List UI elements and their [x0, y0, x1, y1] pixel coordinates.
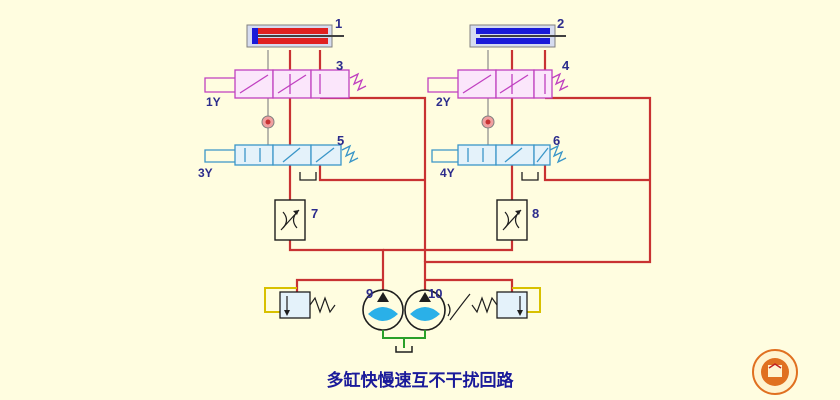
directional-valve-6: 6 4Y [431, 133, 567, 180]
pump-9-label: 9 [366, 286, 373, 301]
pump-9: 9 [362, 286, 404, 331]
tank-symbols [299, 172, 539, 181]
cylinder-1-label: 1 [335, 16, 342, 31]
figure-caption: 多缸快慢速互不干扰回路 [327, 370, 515, 391]
university-seal-logo [752, 349, 798, 395]
valve-4-label: 4 [562, 58, 570, 73]
valve-6-label: 6 [553, 133, 560, 148]
cylinder-1: 1 [246, 16, 344, 48]
cylinder-2-label: 2 [557, 16, 564, 31]
coil-1y-label: 1Y [206, 95, 221, 109]
directional-valve-3: 3 1Y [204, 58, 367, 109]
valve-3-label: 3 [336, 58, 343, 73]
tank-bottom [395, 346, 413, 353]
cylinder-2: 2 [469, 16, 566, 48]
coil-3y-label: 3Y [198, 166, 213, 180]
check-valve-right [481, 115, 495, 129]
valve-5-label: 5 [337, 133, 344, 148]
throttle-7-label: 7 [311, 206, 318, 221]
directional-valve-5: 5 3Y [198, 133, 359, 180]
throttle-8-label: 8 [532, 206, 539, 221]
pilot-lines [267, 50, 489, 145]
pump-10-label: 10 [428, 286, 442, 301]
pump-10: 10 [404, 286, 471, 331]
throttle-valve-8: 8 [496, 199, 539, 241]
suction-lines [382, 330, 426, 348]
coil-4y-label: 4Y [440, 166, 455, 180]
check-valve-left [261, 115, 275, 129]
pressure-lines [288, 50, 652, 292]
directional-valve-4: 4 2Y [427, 58, 570, 109]
relief-valve-right [471, 287, 541, 319]
throttle-valve-7: 7 [274, 199, 318, 241]
coil-2y-label: 2Y [436, 95, 451, 109]
relief-valve-left [264, 287, 336, 319]
